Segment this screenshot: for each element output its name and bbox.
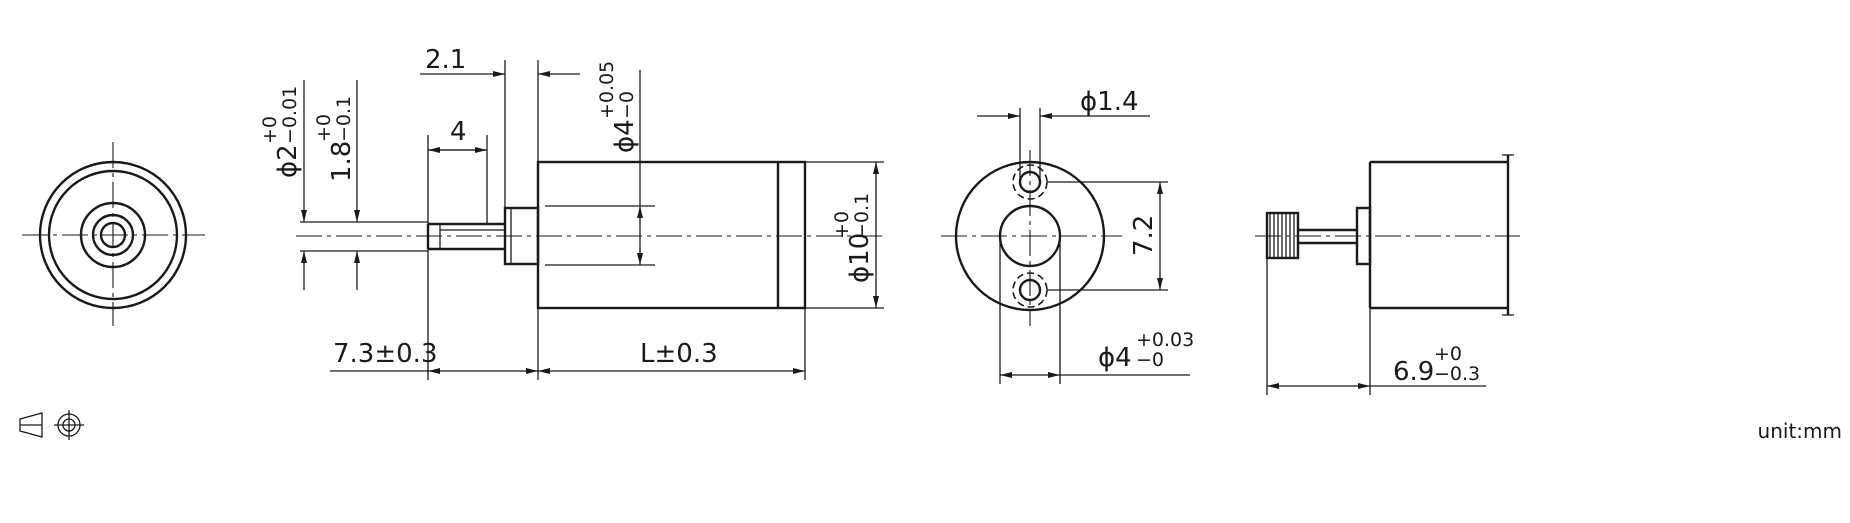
rear-boss-diameter-label: ϕ4 (1098, 343, 1132, 373)
concentric-circles-icon (54, 410, 84, 440)
rear-boss-tol-upper: +0.03 (1136, 329, 1194, 351)
flat-width-dim: 1.8 +0 −0.1 (313, 96, 357, 182)
boss-diameter-tol-lower: −0 (616, 91, 638, 119)
hole-spacing-label: 7.2 (1129, 215, 1159, 256)
body-length-label: L±0.3 (640, 339, 718, 369)
rear-boss-tol-lower: −0 (1136, 349, 1164, 371)
shaft-diameter-dim: ϕ2 +0 −0.01 (259, 86, 303, 178)
side-view (296, 60, 884, 380)
hole-spacing-dim: 7.2 (1129, 215, 1159, 256)
gear-length-tol-upper: +0 (1434, 343, 1462, 365)
hole-diameter-label: ϕ1.4 (1080, 87, 1139, 117)
shaft-diameter-tol-upper: +0 (259, 116, 281, 144)
gear-length-label: 6.9 (1393, 357, 1434, 387)
gear-length-tol-lower: −0.3 (1434, 363, 1480, 385)
unit-label: unit:mm (1758, 419, 1842, 443)
shaft-diameter-label: ϕ2 (273, 144, 303, 178)
body-diameter-tol-lower: −0.1 (851, 193, 873, 239)
gear-side-view (1255, 154, 1520, 395)
rear-end-view (941, 108, 1190, 384)
boss-diameter-dim: ϕ4 +0.05 −0 (596, 61, 640, 153)
flat-width-tol-lower: −0.1 (333, 96, 355, 142)
boss-diameter-tol-upper: +0.05 (596, 61, 618, 119)
boss-diameter-label: ϕ4 (610, 119, 640, 153)
projection-symbol (19, 410, 84, 440)
flat-width-tol-upper: +0 (313, 114, 335, 142)
flat-width-label: 1.8 (327, 141, 357, 182)
front-end-view (22, 142, 205, 326)
body-diameter-dim: ϕ10 +0 −0.1 (831, 193, 875, 283)
shaft-diameter-tol-lower: −0.01 (279, 86, 301, 144)
flange-length-label: 2.1 (425, 45, 466, 75)
truncated-cone-icon (19, 412, 43, 438)
body-diameter-label: ϕ10 (845, 233, 875, 283)
shaft-length-label: 7.3±0.3 (333, 339, 437, 369)
body-diameter-tol-upper: +0 (831, 211, 853, 239)
shaft-tip-length-label: 4 (450, 117, 467, 147)
